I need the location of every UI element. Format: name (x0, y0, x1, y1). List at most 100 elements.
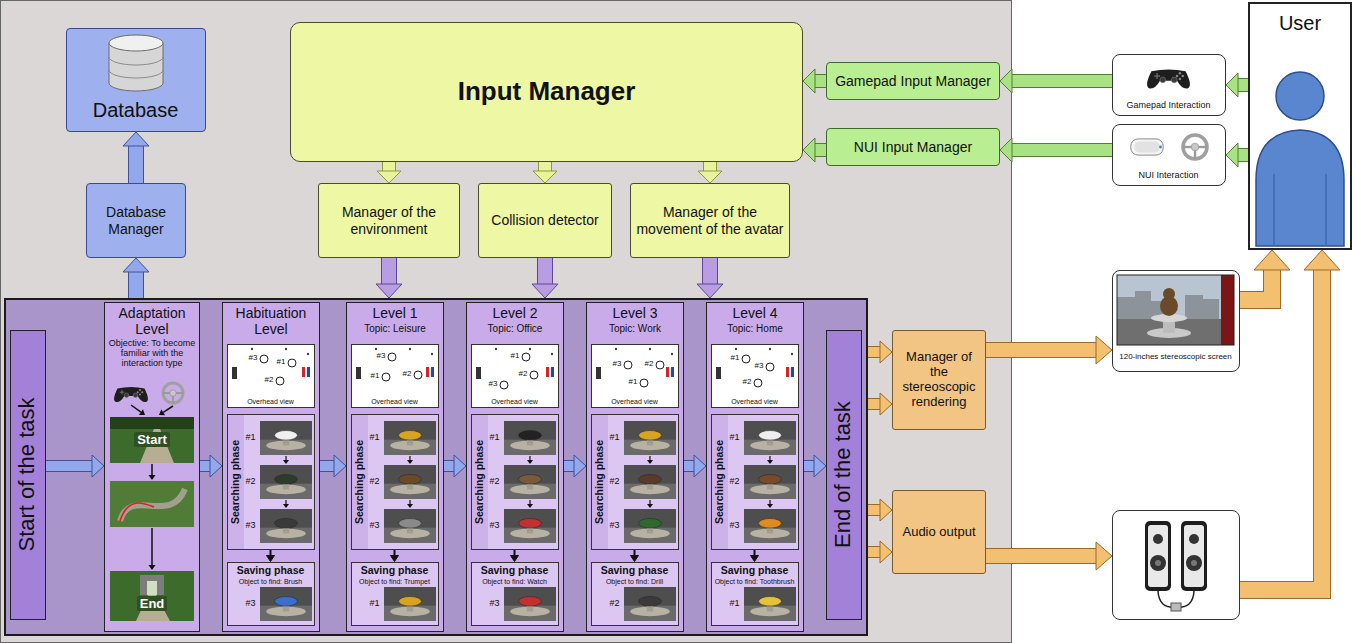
arrow-head (123, 258, 149, 272)
drawing-part (284, 347, 286, 349)
drawing-part (494, 347, 496, 349)
drawing-part (1325, 174, 1327, 246)
object-marker (288, 359, 296, 367)
flow-arrow (267, 550, 275, 562)
arrow-head (1226, 143, 1238, 167)
object-thumbnail (744, 421, 796, 455)
small-arrowhead (647, 504, 653, 508)
illustration-group (744, 587, 796, 621)
object-marker (624, 361, 632, 369)
overhead-view: #1#2#3Overhead view (471, 344, 559, 408)
node-text: Manager of the movement of the avatar (636, 204, 784, 236)
node-text: NUI Input Manager (854, 139, 972, 155)
arrow-outline (128, 146, 144, 183)
illustration (1113, 511, 1238, 618)
small-arrowhead (407, 460, 413, 464)
flow-arrow (804, 455, 826, 477)
text-group: Manager of the movement of the avatar (631, 184, 789, 257)
node-text: Searching phase (592, 415, 608, 549)
drawing-part (109, 57, 163, 65)
drawing-part (671, 367, 674, 377)
illustration-group (260, 587, 312, 621)
arrow-outline (1012, 74, 1112, 88)
arrow-outline (804, 460, 814, 472)
drawing-part (121, 390, 122, 395)
arrow-head (803, 69, 815, 93)
arrow-shaft (129, 272, 143, 298)
illustration-group (592, 415, 676, 549)
node-text: #1 (626, 378, 638, 388)
drawing-part (638, 596, 661, 606)
illustration-group (1131, 135, 1207, 159)
arrow-head (880, 541, 892, 563)
drawing-part (1179, 78, 1181, 80)
drawing-part (147, 581, 157, 595)
node-text: Searching phase (228, 415, 244, 549)
small-arrowhead (527, 504, 533, 508)
node-text: #1 (274, 358, 286, 368)
arrow-shaft (46, 461, 92, 471)
drawing-part (596, 367, 601, 379)
node-text: NUI Interaction (1114, 169, 1223, 183)
node-text: Saving phase (712, 565, 798, 578)
drawing-part (431, 367, 434, 377)
panel-fill (706, 302, 804, 632)
node-text: End of the task (827, 331, 860, 618)
drawing-part (638, 474, 661, 484)
object-thumbnail (624, 509, 676, 543)
node-text: Object to find: Toothbrush (712, 578, 798, 587)
arrow-shaft (564, 461, 574, 471)
drawing-part (716, 367, 721, 379)
drawing-part (139, 389, 141, 391)
small-arrow (769, 456, 770, 460)
input-manager-box: Gamepad Input Manager (826, 62, 1000, 100)
gamepad-icon (114, 387, 148, 402)
arrow-outline (1240, 270, 1322, 590)
text-group: Level 4Topic: Home (707, 305, 803, 341)
arrow-head (880, 341, 892, 363)
object-thumbnail (744, 509, 796, 543)
illustration (352, 345, 438, 407)
flow-arrow (1000, 69, 1112, 93)
arrow-head (697, 284, 723, 298)
drawing-part (476, 367, 481, 379)
arrow-head (376, 284, 402, 298)
arrow-head (1254, 250, 1290, 270)
node-text: Database (67, 95, 204, 125)
arrow-head (1096, 542, 1112, 570)
small-arrow (409, 500, 410, 504)
gamepad-icon (1147, 69, 1190, 88)
arrow-outline (868, 398, 880, 410)
searching-phase: Searching phase#1#2#3 (227, 414, 315, 550)
node-text: #1 (368, 372, 380, 382)
small-arrowhead (527, 460, 533, 464)
node-text: #3 (488, 598, 502, 610)
object-marker (754, 379, 762, 387)
node-text: #3 (488, 521, 502, 531)
drawing-part (307, 367, 310, 377)
panel-fill (222, 302, 320, 632)
small-arrow (151, 464, 153, 475)
saving-phase: Saving phaseObject to find: Drill#2 (591, 562, 679, 626)
object-marker (530, 371, 538, 379)
illustration-group (504, 587, 556, 621)
saving-phase: Saving phaseObject to find: Brush#3 (227, 562, 315, 626)
flow-arrow (751, 550, 759, 562)
node-text: #1 (508, 352, 520, 362)
node-text: Searching phase (472, 415, 488, 549)
small-arrowhead (767, 460, 773, 464)
drawing-part (140, 575, 164, 595)
drawing-part (137, 391, 139, 393)
node-text: #1 (728, 433, 742, 443)
object-thumbnail (504, 421, 556, 455)
illustration-group (712, 415, 796, 549)
illustration-group (384, 587, 436, 621)
flow-arrow (1000, 138, 1112, 162)
small-arrowhead (407, 504, 413, 508)
text-group: Input Manager (291, 23, 802, 161)
saving-phase: Saving phaseObject to find: Watch#3 (471, 562, 559, 626)
saving-phase: Saving phaseObject to find: Trumpet#1 (351, 562, 439, 626)
node-text: #2 (244, 477, 258, 487)
